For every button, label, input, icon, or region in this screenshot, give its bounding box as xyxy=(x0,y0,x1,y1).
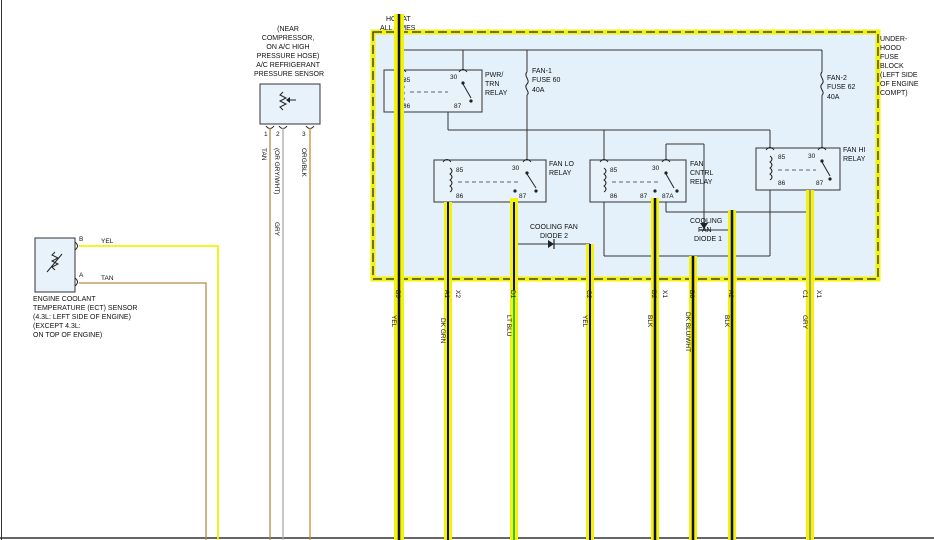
ect-pin-b: B xyxy=(79,236,83,243)
fan-cntrl-pin-87a: 87A xyxy=(662,193,674,200)
cooling-fan-diode-1 xyxy=(699,223,709,231)
ac-pin-2: 2 xyxy=(276,131,280,138)
diode-2-label: COOLING FAN DIODE 2 xyxy=(530,224,580,240)
relay-fan-hi xyxy=(755,147,841,191)
wire-label-blk-a2: BLK xyxy=(723,315,730,328)
fan-cntrl-pin-86: 86 xyxy=(610,193,618,200)
wire-label-yel-ect: YEL xyxy=(101,238,114,245)
ac-pin-3: 3 xyxy=(302,131,306,138)
wire-label-tan-ac: TAN xyxy=(260,148,267,161)
wire-label-gry-ac: GRY xyxy=(273,222,280,237)
fan-hi-relay-label: FAN HI RELAY xyxy=(843,147,868,163)
ac-sensor-label: (NEAR COMPRESSOR, ON A/C HIGH PRESSURE H… xyxy=(254,26,324,78)
fan2-fuse-label: FAN-2 FUSE 62 40A xyxy=(827,75,857,101)
fan-cntrl-relay-label: FAN CNTRL RELAY xyxy=(690,161,715,186)
wire-label-dk-grn: DK GRN xyxy=(439,318,446,344)
fan-hi-pin-30: 30 xyxy=(808,153,816,160)
fan-lo-pin-87: 87 xyxy=(519,193,527,200)
fan-lo-pin-30: 30 xyxy=(512,165,520,172)
wire-label-lt-blu: LT BLU xyxy=(505,315,512,337)
wire-label-org-blk: ORG/BLK xyxy=(300,148,307,178)
connector-label: B9 xyxy=(394,290,401,298)
fan1-fuse xyxy=(525,71,529,96)
fan-hi-pin-87: 87 xyxy=(816,180,824,187)
fan-lo-pin-85: 85 xyxy=(456,167,464,174)
connector-label: X1 xyxy=(815,290,822,298)
fan-hi-pin-85: 85 xyxy=(778,154,786,161)
relay-fan-lo xyxy=(433,159,547,203)
cooling-fan-diode-2 xyxy=(548,239,555,249)
connector-labels: B9 A1 X2 D1 C2 D2 X1 B6 A2 C1 X1 xyxy=(394,290,822,299)
ect-sensor-label: ENGINE COOLANT TEMPERATURE (ECT) SENSOR … xyxy=(33,296,139,339)
wire-label-yel-b9: YEL xyxy=(390,315,397,328)
connector-label: B6 xyxy=(688,290,695,298)
pwr-trn-relay-label: PWR/ TRN RELAY xyxy=(485,72,508,97)
fan1-fuse-label: FAN-1 FUSE 60 40A xyxy=(532,68,562,94)
connector-label: X1 xyxy=(661,290,668,298)
connector-label: C2 xyxy=(585,290,592,299)
fan-cntrl-pin-85: 85 xyxy=(610,167,618,174)
pwr-trn-pin-86: 86 xyxy=(403,103,411,110)
fan-cntrl-pin-87: 87 xyxy=(640,193,648,200)
connector-label: D2 xyxy=(650,290,657,299)
ac-pressure-sensor xyxy=(259,83,321,129)
connector-label: C1 xyxy=(801,290,808,299)
wire-label-dk-blu-wht: DK BLU/WHT xyxy=(684,312,691,352)
ac-pin-1: 1 xyxy=(264,131,268,138)
diode-1-label: COOLING FAN DIODE 1 xyxy=(690,218,724,243)
connector-label: X2 xyxy=(454,290,461,298)
pwr-trn-pin-30: 30 xyxy=(450,74,458,81)
fan-lo-relay-label: FAN LO RELAY xyxy=(549,161,576,177)
pwr-trn-pin-87: 87 xyxy=(454,103,462,110)
ect-pin-a: A xyxy=(79,272,84,279)
wire-color-labels: YEL DK GRN LT BLU YEL BLK DK BLU/WHT BLK… xyxy=(390,312,808,352)
wire-label-gry-wht: (OR GRY/WHT) xyxy=(273,148,280,194)
relay-fan-cntrl xyxy=(589,159,687,203)
fuse-block-label: UNDER- HOOD FUSE BLOCK (LEFT SIDE OF ENG… xyxy=(880,36,920,97)
wire-label-tan-ect: TAN xyxy=(101,275,114,282)
fan-hi-pin-86: 86 xyxy=(778,180,786,187)
wire-label-gry-c1: GRY xyxy=(801,315,808,330)
fan-cntrl-pin-30: 30 xyxy=(652,165,660,172)
ect-wires xyxy=(79,245,219,540)
fan-lo-pin-86: 86 xyxy=(456,193,464,200)
wire-label-blk-d2: BLK xyxy=(646,315,653,328)
connector-label: A1 xyxy=(443,290,450,298)
connector-label: D1 xyxy=(509,290,516,299)
wire-label-yel-c2: YEL xyxy=(581,315,588,328)
pwr-trn-pin-85: 85 xyxy=(403,77,411,84)
highlighted-wires xyxy=(394,14,814,540)
connector-label: A2 xyxy=(727,290,734,298)
ac-sensor-wires xyxy=(269,128,311,540)
ect-sensor xyxy=(34,237,78,293)
fan2-fuse xyxy=(820,71,824,96)
